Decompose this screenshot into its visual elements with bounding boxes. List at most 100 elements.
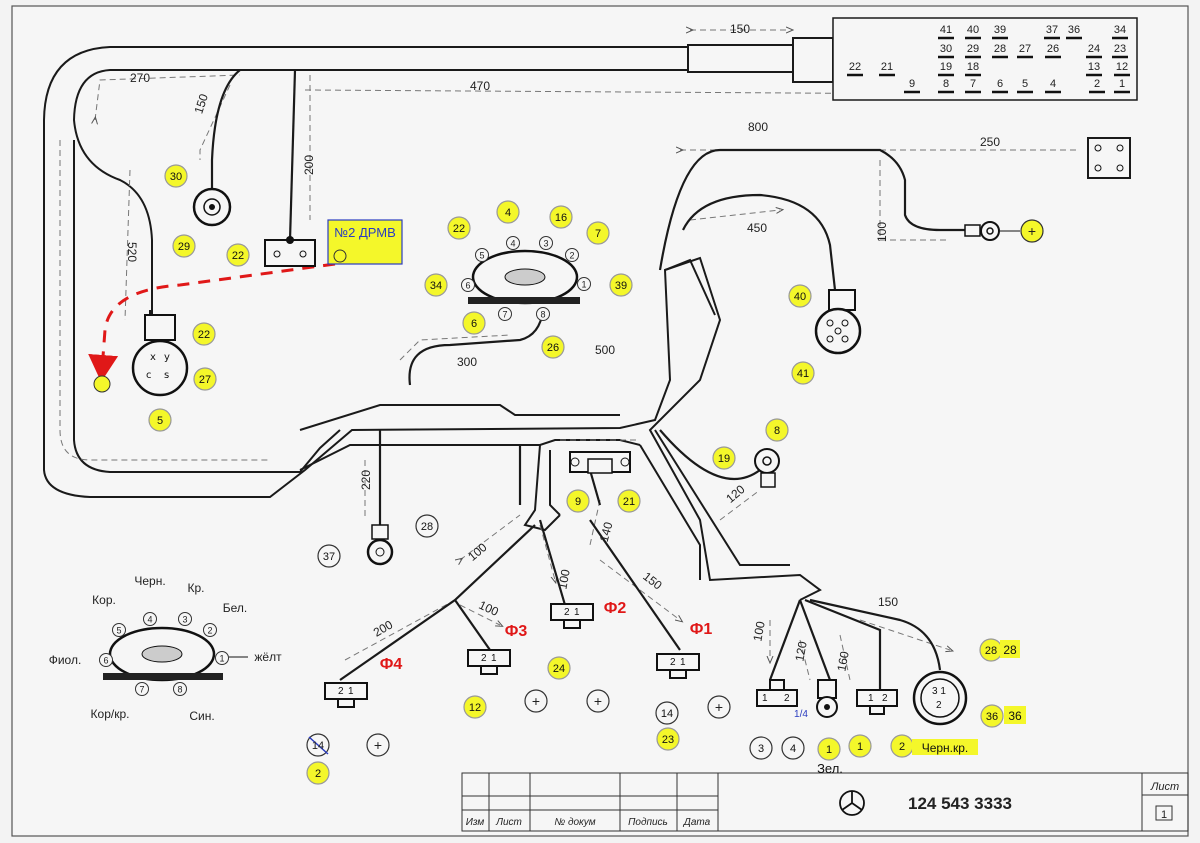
pin-number: 24 <box>553 663 565 675</box>
pin-number: 40 <box>794 291 806 303</box>
dimension-label: 520 <box>125 242 139 262</box>
small-pin-number: 3 <box>543 239 548 249</box>
connector-pin-label: 4 <box>1050 78 1056 90</box>
pin-number: 8 <box>774 425 780 437</box>
pin-number: 37 <box>323 551 335 563</box>
dimension-label: 270 <box>130 71 150 85</box>
legend-color-label: жёлт <box>254 650 282 664</box>
annotation-pin36: 36 <box>1008 709 1022 723</box>
connector-pin-label: 18 <box>967 61 979 73</box>
pin-number: 3 <box>758 743 764 755</box>
dimension-label: 100 <box>875 222 889 242</box>
pin-number-circle <box>655 701 679 725</box>
round-sensor-19-8 <box>754 448 780 488</box>
pin-number-circle <box>749 736 773 760</box>
injector-connectors <box>324 603 898 715</box>
title-block <box>461 772 1189 832</box>
legend-color-label: Син. <box>189 709 214 723</box>
pin-number: 22 <box>453 223 465 235</box>
pin-number: 23 <box>662 734 674 746</box>
small-pin-number: 5 <box>479 251 484 261</box>
svg-text:2: 2 <box>882 693 888 704</box>
small-pin-circle <box>536 307 550 321</box>
injector-label-f1: Ф1 <box>690 621 713 638</box>
oval-connector-8pin-center <box>468 249 580 305</box>
legend-color-label: Кор. <box>92 593 116 607</box>
connector-pin-label: 39 <box>994 24 1006 36</box>
title-block-column: Лист <box>495 817 522 828</box>
pin-number-circle <box>980 704 1004 728</box>
connector-pin-label: 28 <box>994 43 1006 55</box>
pin-number-circle <box>617 489 641 513</box>
pin-number-circle <box>164 164 188 188</box>
small-pin-number: 4 <box>510 239 515 249</box>
pin-number: 39 <box>615 280 627 292</box>
pin-number-circle <box>462 311 486 335</box>
pin-number: 41 <box>797 368 809 380</box>
svg-text:1: 1 <box>868 693 874 704</box>
svg-text:y: y <box>164 352 170 363</box>
pin-number: 29 <box>178 241 190 253</box>
pin-number: 19 <box>718 453 730 465</box>
red-dashed-annotation-wire <box>88 262 336 382</box>
dimension-label: 150 <box>878 595 898 609</box>
pin-number: 22 <box>232 250 244 262</box>
pin-number-circle <box>424 273 448 297</box>
ring-terminal-plus <box>964 221 1020 241</box>
svg-text:2: 2 <box>670 657 676 668</box>
pin-number: 28 <box>985 645 997 657</box>
connector-pin-label: 34 <box>1114 24 1126 36</box>
pin-number: 2 <box>315 768 321 780</box>
small-pin-number: 8 <box>540 310 545 320</box>
mercedes-logo-icon <box>839 790 865 816</box>
connector-pin-label: 13 <box>1088 61 1100 73</box>
drawing-number: 124 543 3333 <box>908 794 1012 813</box>
pin-number-circle <box>848 734 872 758</box>
connector-pin-label: 6 <box>997 78 1003 90</box>
main-harness-bundle <box>43 46 822 601</box>
injector-label-f4: Ф4 <box>380 656 403 673</box>
pin-number-circle <box>656 727 680 751</box>
plus-terminal-circle <box>586 689 610 713</box>
small-pin-circle <box>577 277 591 291</box>
pin-number: 26 <box>547 342 559 354</box>
injector-label-f3: Ф3 <box>505 623 528 640</box>
round-connector-40-41 <box>814 289 862 355</box>
pin-number: 9 <box>575 496 581 508</box>
legend-oval-connector <box>103 626 223 682</box>
pin-number-circle <box>788 284 812 308</box>
connector-pin-label: 26 <box>1047 43 1059 55</box>
pin-number: 6 <box>471 318 477 330</box>
pin-number: 12 <box>469 702 481 714</box>
plus-terminal-circle <box>366 733 390 757</box>
connector-pin-label: 24 <box>1088 43 1100 55</box>
dimension-label: 140 <box>597 520 616 543</box>
pin-number: 4 <box>505 207 511 219</box>
pin-number: 34 <box>430 280 442 292</box>
dimension-label: 220 <box>359 470 373 490</box>
pin-number: 14 <box>661 708 673 720</box>
top-trunk <box>110 37 834 83</box>
pin-number-crossed: 14 <box>312 740 324 752</box>
plus-symbol: + <box>715 699 723 715</box>
annotation-n2-drmv: №2 ДРМВ <box>334 225 396 240</box>
pin-number-circle <box>712 446 736 470</box>
legend-color-label: Кор/кр. <box>91 707 130 721</box>
pin-number-circle <box>317 544 341 568</box>
small-pin-circle <box>461 278 475 292</box>
round-connector-28-36: 3 1 2 <box>912 670 968 726</box>
pin-number-circle <box>463 695 487 719</box>
small-pin-circle <box>143 612 157 626</box>
square-connector-4pin <box>1087 137 1131 179</box>
pin-number-circle <box>172 234 196 258</box>
connector-pin-label: 23 <box>1114 43 1126 55</box>
small-pin-circle <box>173 682 187 696</box>
connector-pin-label: 2 <box>1094 78 1100 90</box>
small-pin-number: 7 <box>139 685 144 695</box>
title-block-column: Изм <box>466 817 485 828</box>
annotation-chern-kr: Черн.кр. <box>922 741 969 755</box>
small-pin-circle <box>135 682 149 696</box>
dimension-label: 120 <box>792 640 809 662</box>
dimension-label: 160 <box>834 650 851 672</box>
